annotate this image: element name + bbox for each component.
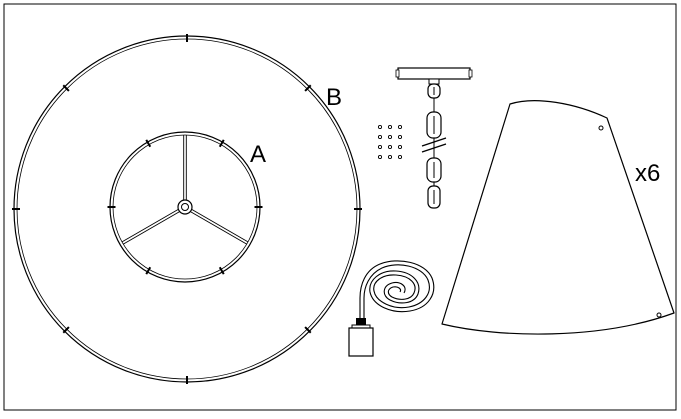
outer-ring-tab [62,84,70,92]
screw [397,134,403,140]
inner-ring-tab [218,266,225,275]
screw [377,144,383,150]
screw [397,124,403,130]
screw [377,124,383,130]
ceiling-chain-icon [395,67,473,209]
label-x6: x6 [635,160,660,187]
screw [397,144,403,150]
spoke [190,208,249,245]
diagram-border [3,3,677,411]
outer-ring-tab [62,326,70,334]
screw-grid-icon [377,124,403,160]
label-b: B [326,84,342,111]
screw [397,154,403,160]
inner-ring-tab [145,139,152,148]
outer-ring-b [12,34,362,384]
inner-ring-tabs [107,139,263,275]
spoke [121,208,180,245]
screw [377,134,383,140]
outer-ring-tab [304,84,312,92]
inner-ring-tab [218,139,225,148]
screw [377,154,383,160]
spoke [183,135,187,200]
shade-panel-icon [441,100,675,335]
lamp-socket-icon [348,318,374,357]
inner-ring-spokes [121,135,249,245]
coiled-cord-icon [359,260,435,318]
screw [387,134,393,140]
screw [387,154,393,160]
inner-ring-tab [145,266,152,275]
inner-ring-a [107,131,263,283]
label-a: A [250,141,266,168]
screw [387,124,393,130]
screw [387,144,393,150]
outer-ring-tabs [12,34,362,384]
outer-ring-tab [304,326,312,334]
